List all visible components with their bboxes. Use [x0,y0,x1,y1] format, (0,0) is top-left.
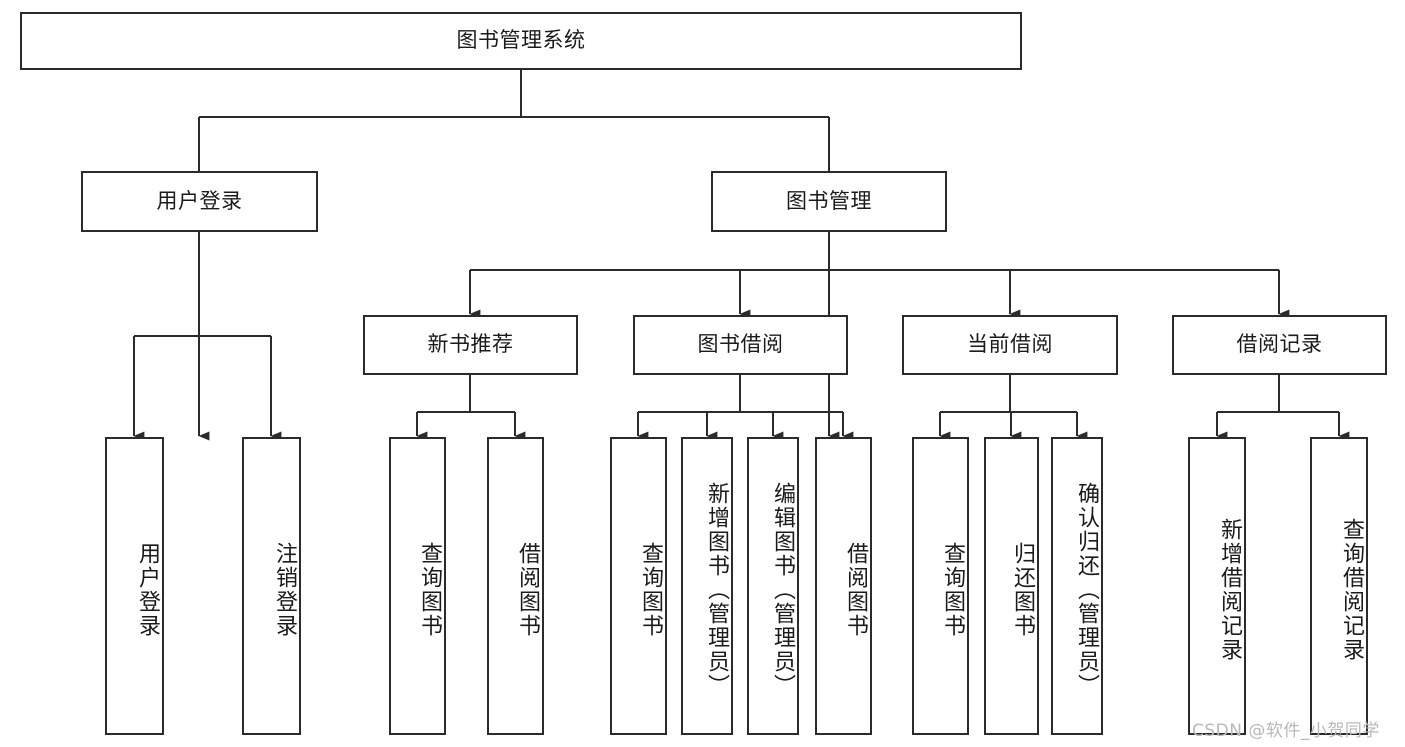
node-label: 查询图书 [638,542,663,638]
node-user-login[interactable]: 用户登录 [81,171,318,232]
leaf-confirm-return-admin[interactable]: 确认归还（管理员） [1051,437,1103,735]
node-new-book-recommend[interactable]: 新书推荐 [363,315,578,375]
node-label: 借阅记录 [1236,332,1323,357]
node-label: 新书推荐 [427,332,514,357]
node-label: 用户登录 [135,542,160,638]
node-label: 新增图书（管理员） [704,482,729,698]
node-borrow-record[interactable]: 借阅记录 [1172,315,1387,375]
node-current-borrow[interactable]: 当前借阅 [902,315,1118,375]
node-label: 确认归还（管理员） [1074,482,1099,698]
node-label: 查询借阅记录 [1339,518,1364,662]
leaf-return-book[interactable]: 归还图书 [984,437,1039,735]
leaf-query-book-borrow[interactable]: 查询图书 [610,437,667,735]
node-label: 编辑图书（管理员） [770,482,795,698]
leaf-add-book-admin[interactable]: 新增图书（管理员） [681,437,733,735]
watermark: CSDN @软件_小贺同学 [1192,716,1380,741]
watermark-text: CSDN @软件_小贺同学 [1192,721,1380,741]
node-label: 注销登录 [272,542,297,638]
leaf-add-borrow-record[interactable]: 新增借阅记录 [1188,437,1246,735]
node-label: 图书管理系统 [456,28,586,53]
leaf-edit-book-admin[interactable]: 编辑图书（管理员） [747,437,799,735]
leaf-query-book-current[interactable]: 查询图书 [912,437,969,735]
connector-lines [133,70,1350,441]
node-label: 查询图书 [417,542,442,638]
leaf-borrow-book[interactable]: 借阅图书 [815,437,872,735]
leaf-user-login[interactable]: 用户登录 [105,437,164,735]
leaf-query-borrow-record[interactable]: 查询借阅记录 [1310,437,1368,735]
node-label: 借阅图书 [843,542,868,638]
node-label: 归还图书 [1010,542,1035,638]
node-label: 查询图书 [940,542,965,638]
leaf-query-book-recommend[interactable]: 查询图书 [389,437,446,735]
node-book-borrow[interactable]: 图书借阅 [633,315,848,375]
node-label: 新增借阅记录 [1217,518,1242,662]
node-root[interactable]: 图书管理系统 [20,12,1022,70]
node-book-management[interactable]: 图书管理 [711,171,947,232]
node-label: 用户登录 [156,188,243,213]
node-label: 借阅图书 [515,542,540,638]
node-label: 当前借阅 [967,332,1053,357]
leaf-borrow-book-recommend[interactable]: 借阅图书 [487,437,544,735]
node-label: 图书管理 [786,188,872,213]
node-label: 图书借阅 [697,332,784,357]
leaf-logout[interactable]: 注销登录 [242,437,301,735]
